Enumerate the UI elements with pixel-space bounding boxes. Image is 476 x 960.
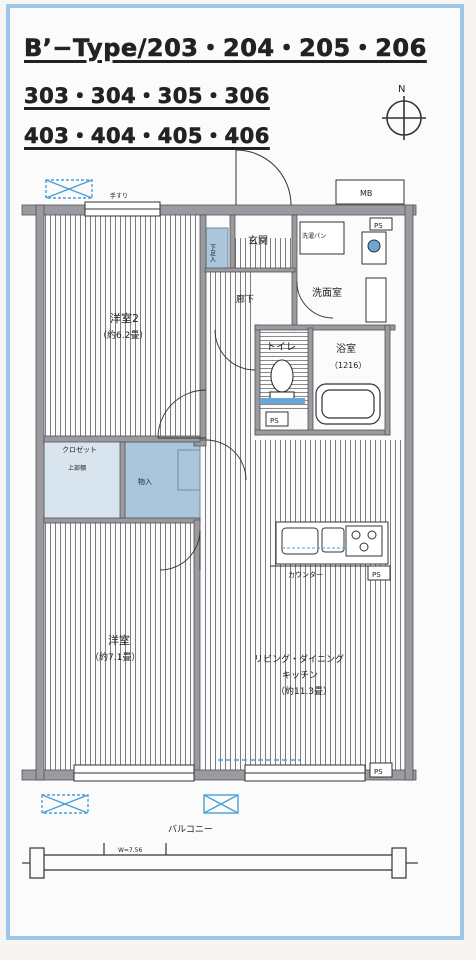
ps-label-1: PS	[374, 222, 383, 230]
ps-boxes	[265, 179, 405, 778]
western-room-2-floor	[44, 215, 209, 440]
ldk-label-line-1: リビング・ダイニング	[254, 653, 344, 665]
storage-label: 物入	[138, 477, 152, 486]
balcony-railing	[22, 843, 418, 879]
dimension-label: W=7.56	[118, 847, 143, 854]
balcony-label: バルコニー	[168, 824, 213, 835]
toilet-fixture	[260, 359, 305, 404]
entrance-door	[235, 149, 292, 206]
fence-label: 手すり	[110, 192, 128, 200]
washer-pan-label: 洗濯パン	[302, 232, 326, 240]
plan-type-title: B’−Type/203・204・205・206	[24, 34, 427, 63]
shoe-box-label: 下足入	[209, 244, 216, 262]
bathtub	[315, 383, 381, 425]
western-room-floor	[44, 520, 194, 770]
western-room-size: （約7.1畳）	[90, 651, 140, 663]
washroom-label: 洗面室	[312, 286, 342, 299]
unit-numbers-line-3: 403・404・405・406	[24, 124, 270, 149]
ps-label-2: PS	[270, 417, 279, 425]
unit-numbers-line-2: 303・304・305・306	[24, 84, 270, 109]
entrance-floor	[232, 238, 294, 268]
bathroom-size: （1216）	[330, 361, 366, 370]
interior-doors	[157, 281, 334, 571]
compass-icon: N	[382, 84, 426, 140]
counter-label: カウンター	[288, 570, 323, 579]
vent-icons	[41, 179, 300, 814]
western-room-2-size: （約6.2畳）	[98, 329, 148, 341]
corridor-floor	[205, 270, 255, 440]
closet-area	[43, 439, 123, 521]
ldk-label-line-3: （約11.3畳）	[276, 685, 332, 697]
kitchen-counter	[270, 521, 390, 567]
closet-label: クロゼット	[62, 445, 97, 454]
walls	[21, 204, 417, 781]
toilet-label: トイレ	[266, 342, 296, 353]
upper-shelf-label: 上部棚	[68, 464, 86, 472]
western-room-2-name: 洋室2	[110, 311, 139, 325]
windows	[73, 201, 366, 782]
ldk-label-line-2: キッチン	[282, 670, 318, 681]
bathroom-name: 浴室	[336, 342, 356, 355]
ldk-floor	[205, 440, 405, 770]
ps-label-3: PS	[372, 571, 381, 579]
corridor-label: 廊下	[236, 293, 254, 305]
compass-north-label: N	[398, 84, 405, 95]
entrance-label: 玄関	[248, 234, 268, 247]
washroom-fixtures	[299, 221, 387, 323]
mb-label: MB	[360, 189, 372, 198]
storage-2-area	[177, 449, 201, 491]
western-room-name: 洋室	[108, 633, 130, 647]
ps-label-4: PS	[374, 768, 383, 776]
